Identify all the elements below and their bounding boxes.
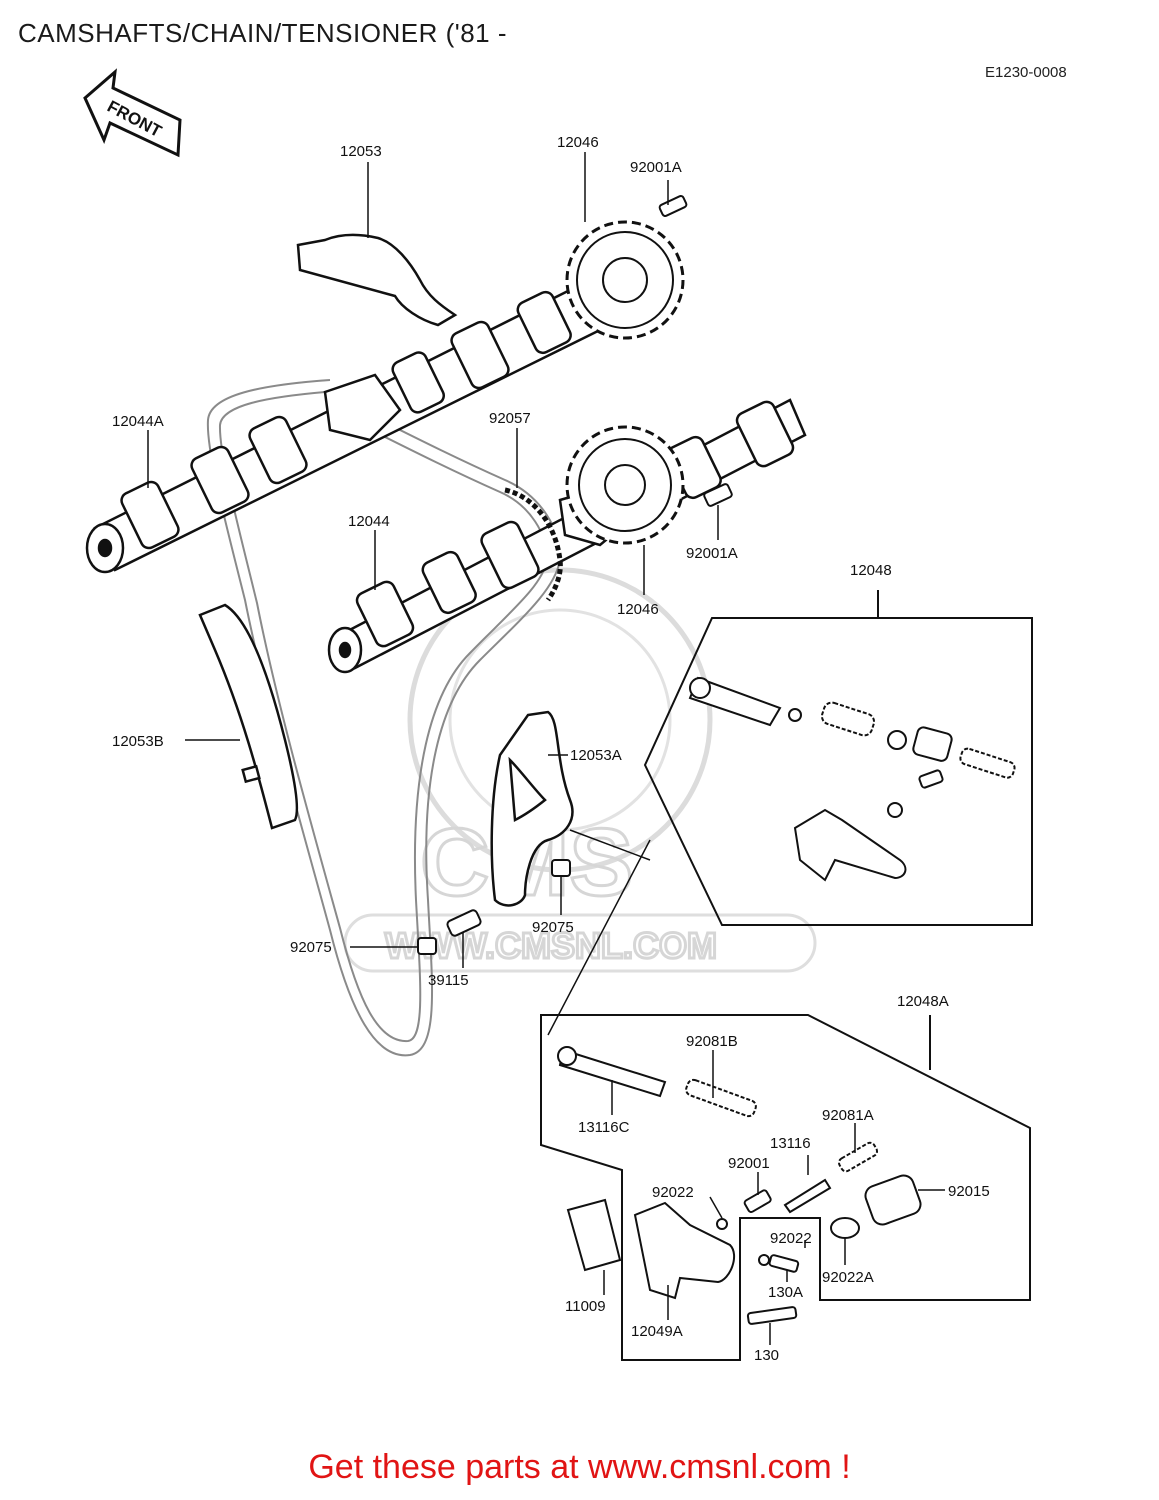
label-12053B: 12053B <box>112 733 164 750</box>
label-12053: 12053 <box>340 143 382 160</box>
pin-39115 <box>446 909 482 937</box>
tensioner-assembly-12048A-box <box>540 1014 1031 1361</box>
label-12048: 12048 <box>850 562 892 579</box>
label-130A: 130A <box>768 1284 803 1301</box>
page-title: CAMSHAFTS/CHAIN/TENSIONER ('81 - <box>18 18 508 48</box>
label-92081B: 92081B <box>686 1033 738 1050</box>
label-11009: 11009 <box>565 1298 606 1315</box>
watermark-url: WWW.CMSNL.COM <box>385 925 717 966</box>
camshaft-12044A <box>85 283 602 574</box>
cam-sprocket-12046-mid <box>565 425 685 545</box>
label-92022-a: 92022 <box>652 1184 694 1201</box>
chain-links-92057 <box>504 487 563 602</box>
get-parts-link[interactable]: Get these parts at www.cmsnl.com ! <box>308 1448 851 1486</box>
label-92057: 92057 <box>489 410 531 427</box>
label-92015: 92015 <box>948 1183 990 1200</box>
label-92001: 92001 <box>728 1155 770 1172</box>
label-12044: 12044 <box>348 513 390 530</box>
camshaft-12044 <box>327 398 807 674</box>
label-92075-right: 92075 <box>532 919 574 936</box>
label-12049A: 12049A <box>631 1323 683 1340</box>
leader-lines <box>147 152 945 1345</box>
cam-sprocket-12046-top <box>565 220 685 340</box>
label-39115: 39115 <box>428 972 469 989</box>
label-13116C: 13116C <box>578 1119 630 1136</box>
label-13116: 13116 <box>770 1135 811 1152</box>
damper-92075-right <box>551 859 571 877</box>
label-92022A: 92022A <box>822 1269 874 1286</box>
bolt-92001A-mid <box>703 483 733 507</box>
tensioner-12048A-parts <box>557 1046 922 1325</box>
label-92001A-top: 92001A <box>630 159 682 176</box>
label-12046-top: 12046 <box>557 134 599 151</box>
label-130: 130 <box>754 1347 779 1364</box>
label-92001A-mid: 92001A <box>686 545 738 562</box>
leader-tensioner <box>569 829 651 861</box>
chain-guide-12053A <box>490 710 574 907</box>
tensioner-assembly-12048-box <box>643 590 1033 926</box>
label-12048A: 12048A <box>897 993 949 1010</box>
damper-92075-left <box>417 937 437 955</box>
chain-guide-12053B <box>198 603 299 830</box>
label-12044A: 12044A <box>112 413 164 430</box>
diagram-code: E1230-0008 <box>985 64 1067 81</box>
camshaft-cap-guide-12053 <box>296 233 458 327</box>
label-92022-b: 92022 <box>770 1230 812 1247</box>
part-labels: 12053 12046 92001A 12044A 92057 12044 92… <box>112 134 990 1364</box>
tensioner-12048-parts <box>688 676 1016 882</box>
label-92081A: 92081A <box>822 1107 874 1124</box>
label-92075-left: 92075 <box>290 939 332 956</box>
label-12053A: 12053A <box>570 747 622 764</box>
label-12046-mid: 12046 <box>617 601 659 618</box>
bolt-92001A-top <box>658 195 688 217</box>
front-arrow-icon: FRONT <box>83 68 182 158</box>
leader-pushrod <box>547 839 651 1036</box>
